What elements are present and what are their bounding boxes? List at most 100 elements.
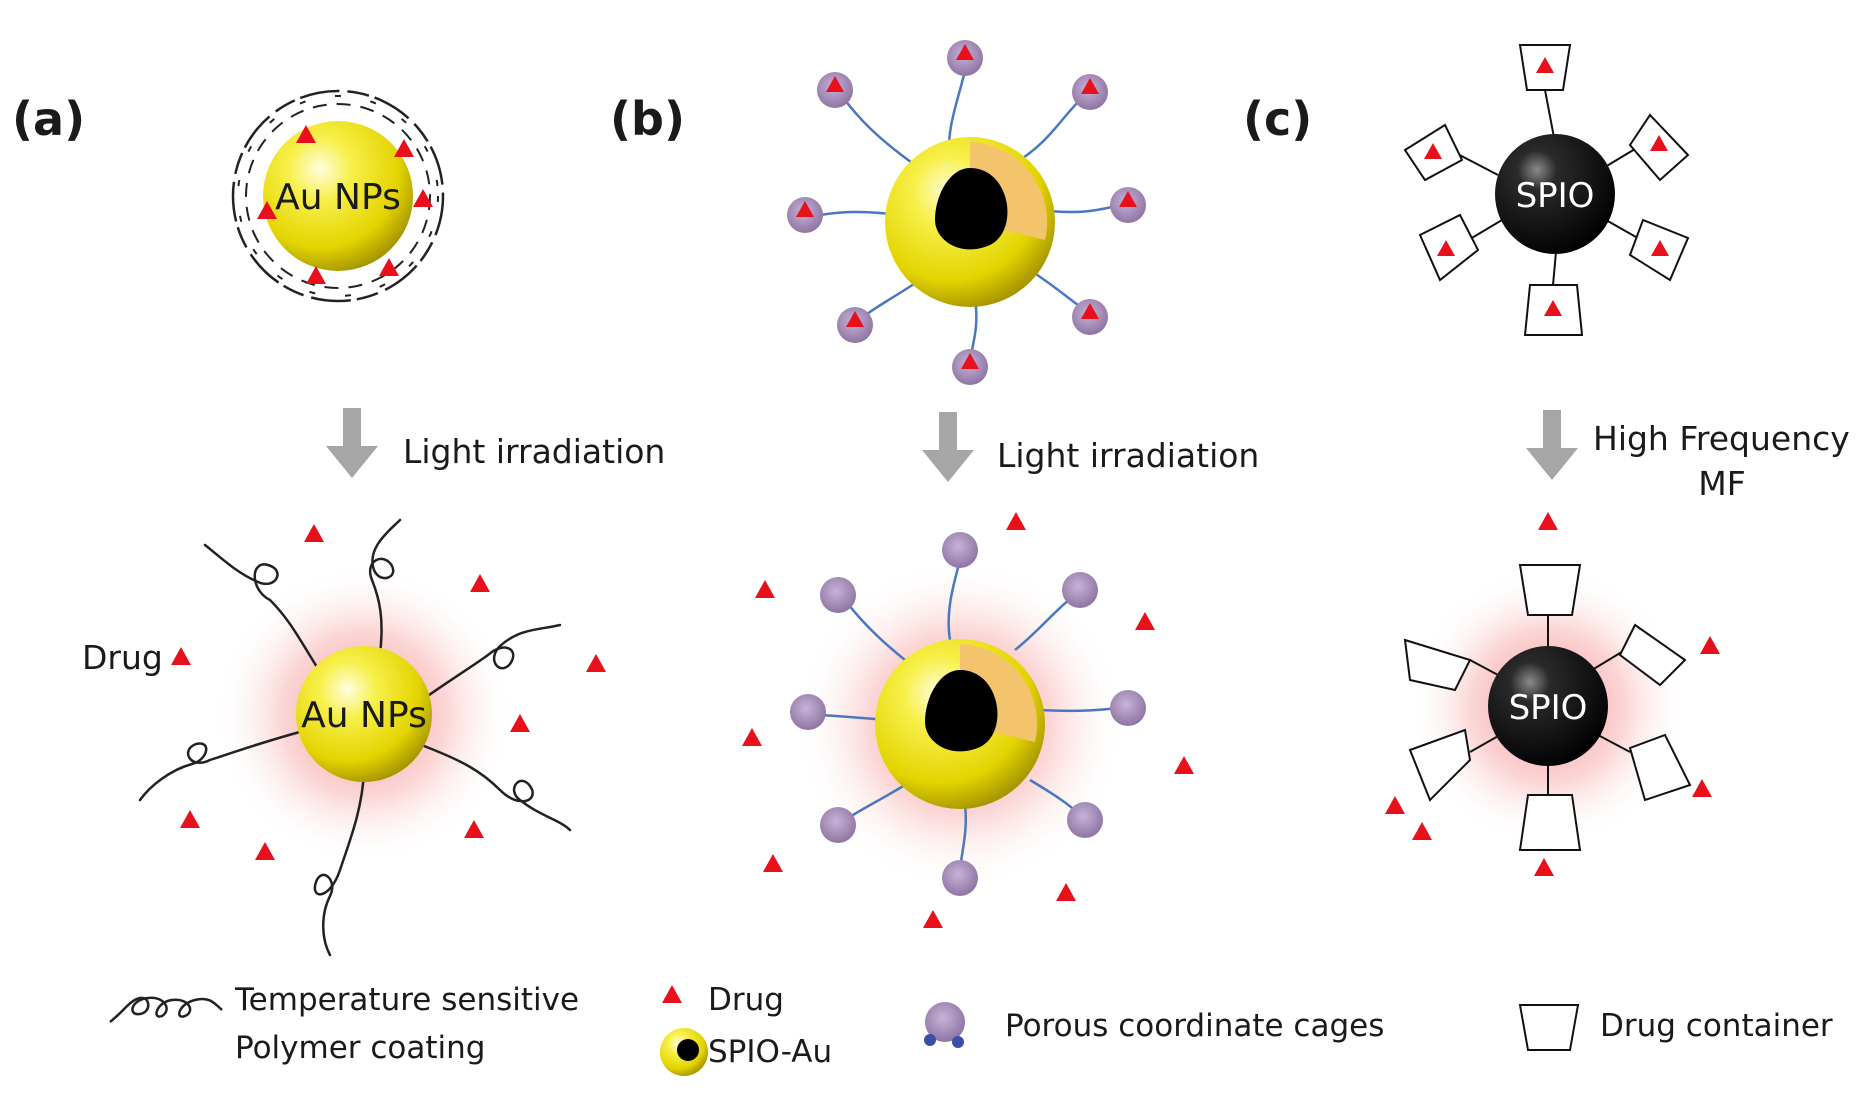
cage-icon	[925, 1002, 965, 1042]
legend-spio-au: SPIO-Au	[660, 1028, 832, 1076]
drug-triangle	[379, 258, 399, 276]
drug-triangle	[1119, 191, 1137, 207]
cage-node-icon	[952, 1036, 964, 1048]
drug-triangle	[470, 574, 490, 592]
spio-core	[925, 670, 998, 752]
drug-triangle-icon	[662, 985, 682, 1003]
polymer-coil-icon	[109, 996, 223, 1023]
polymer-chain	[368, 518, 402, 656]
legend-cages-label: Porous coordinate cages	[1005, 1008, 1384, 1044]
legend-cages: Porous coordinate cages	[924, 1002, 1384, 1048]
drug-triangle	[1534, 858, 1554, 876]
polymer-coil-ring	[245, 103, 431, 289]
cage-icon	[942, 860, 978, 896]
legend-polymer: Temperature sensitive Polymer coating	[109, 982, 579, 1066]
cage-icon	[1110, 690, 1146, 726]
legend-polymer-line1: Temperature sensitive	[234, 982, 579, 1018]
panel-a-top-nanoparticle: Au NPs	[231, 89, 445, 303]
drug-triangle	[846, 311, 864, 327]
drug-triangle	[1174, 756, 1194, 774]
released-drugs	[1385, 512, 1720, 876]
drug-triangle	[1536, 57, 1554, 73]
drug-container-icon	[1518, 1004, 1580, 1051]
cages	[790, 532, 1146, 896]
drug-triangle	[464, 820, 484, 838]
drug-triangle	[1006, 512, 1026, 530]
panel-c-stimulus-line2: MF	[1698, 464, 1745, 503]
drug-triangle	[1385, 796, 1405, 814]
empty-containers	[1403, 564, 1692, 851]
drug-triangle	[394, 139, 414, 157]
cage-drugs	[796, 44, 1137, 369]
au-np-label: Au NPs	[301, 695, 427, 736]
drug-label-triangle	[171, 647, 191, 665]
panel-a-label: (a)	[12, 92, 85, 146]
drug-triangle	[1437, 240, 1455, 256]
legend-spio-au-label: SPIO-Au	[708, 1034, 832, 1070]
legend-drug-label: Drug	[708, 982, 784, 1018]
drug-triangle	[586, 654, 606, 672]
drug-triangle	[1544, 300, 1562, 316]
cage-node-icon	[924, 1034, 936, 1046]
drug-triangle	[306, 266, 326, 284]
drug-triangle	[1081, 303, 1099, 319]
drug-container-icon	[1628, 733, 1692, 802]
cage-icon	[942, 532, 978, 568]
panel-a-arrow	[326, 408, 378, 478]
polymer-chain	[422, 744, 572, 832]
drug-container-icon	[1403, 638, 1472, 692]
legend-container: Drug container	[1518, 1004, 1833, 1051]
bound-drugs	[257, 125, 433, 284]
drug-triangle	[304, 524, 324, 542]
cage-icon	[790, 694, 826, 730]
drug-triangle	[1651, 240, 1669, 256]
spio-particle	[1495, 134, 1615, 254]
drug-triangle	[1700, 636, 1720, 654]
linker	[844, 99, 916, 167]
drug-triangle	[742, 728, 762, 746]
panel-c-bottom-nanoparticle: SPIO	[1385, 512, 1720, 876]
spio-label: SPIO	[1516, 176, 1595, 216]
polymer-chain	[420, 623, 562, 702]
released-polymer-chains	[138, 518, 572, 957]
drug-triangle	[961, 353, 979, 369]
panel-b-stimulus: Light irradiation	[997, 436, 1259, 475]
polymer-coil-inner	[237, 95, 439, 297]
drug-triangle	[413, 189, 433, 207]
gold-nanoparticle	[296, 646, 432, 782]
spio-core-icon	[677, 1039, 699, 1061]
linker	[1029, 268, 1086, 312]
polymer-chain	[313, 770, 366, 957]
drug-triangle	[257, 201, 277, 219]
drug-triangle	[796, 201, 814, 217]
drug-triangle	[296, 125, 316, 143]
drug-container-icon	[1618, 623, 1687, 687]
drug-label: Drug	[82, 638, 163, 677]
cage-icon	[1062, 572, 1098, 608]
panel-b-label: (b)	[610, 92, 685, 146]
panel-a-bottom-nanoparticle: Au NPs	[138, 518, 606, 957]
panel-c-arrow	[1526, 410, 1578, 480]
drug-triangle	[826, 76, 844, 92]
drug-triangle	[255, 842, 275, 860]
contained-drugs	[1424, 57, 1669, 316]
container-tethers	[1469, 615, 1631, 795]
spio-label: SPIO	[1509, 688, 1588, 728]
drug-triangle	[510, 714, 530, 732]
drug-container-icon	[1518, 794, 1582, 851]
panel-c-stimulus-line1: High Frequency	[1593, 419, 1850, 458]
drug-triangle	[755, 580, 775, 598]
legend-polymer-line2: Polymer coating	[235, 1030, 485, 1066]
drug-container-icon	[1518, 564, 1582, 616]
drug-triangle	[1081, 78, 1099, 94]
drug-triangle	[1412, 822, 1432, 840]
spio-particle	[1488, 646, 1608, 766]
drug-triangle	[956, 44, 974, 60]
spio-core	[935, 168, 1008, 250]
drug-container-icon	[1408, 728, 1472, 802]
drug-triangle	[180, 810, 200, 828]
panel-b-bottom-nanoparticle	[742, 512, 1194, 928]
released-drugs	[180, 524, 606, 860]
drug-triangle	[1424, 143, 1442, 159]
drug-triangle	[1538, 512, 1558, 530]
